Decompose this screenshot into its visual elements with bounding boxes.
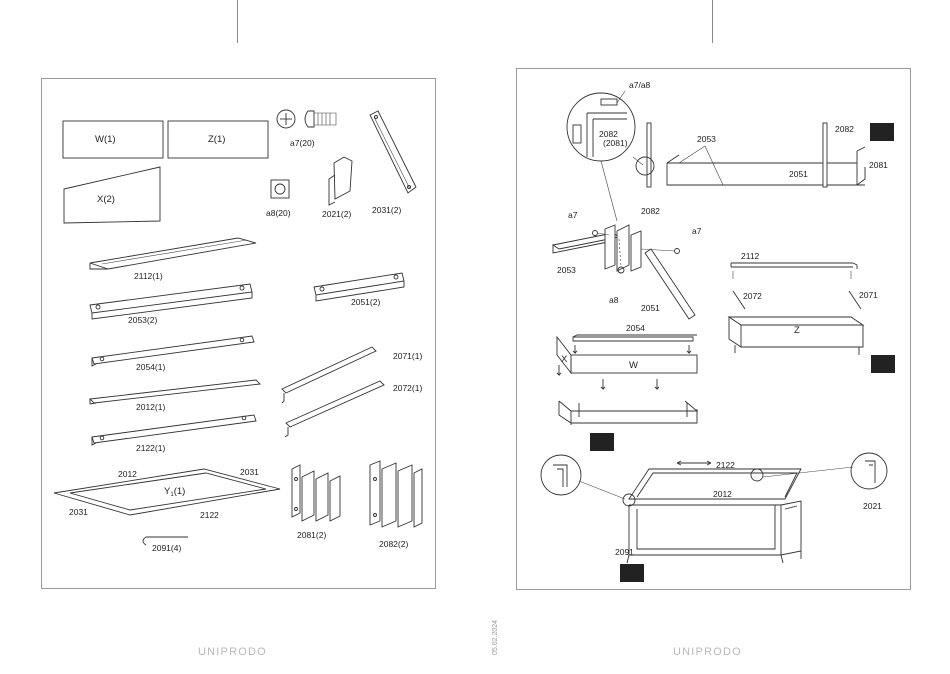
step4-w-label: W <box>629 360 638 371</box>
rail-2071-label: 2071(1) <box>393 351 422 361</box>
step3-2072-label: 2072 <box>743 291 762 301</box>
step4-assembly <box>557 335 697 425</box>
frame-right-label: 2031 <box>240 467 259 477</box>
rail-2054 <box>92 336 254 366</box>
step2-a7b-label: a7 <box>692 226 702 236</box>
panel-x-label: X(2) <box>97 194 115 205</box>
frame-qty: (1) <box>174 486 186 497</box>
step3-2071-label: 2071 <box>859 290 878 300</box>
step5-marker <box>620 564 644 582</box>
print-date: 05.02.2024 <box>492 620 499 655</box>
step1-marker <box>870 123 894 141</box>
svg-text:Y1(1): Y1(1) <box>164 486 185 498</box>
step2-2082-label: 2082 <box>641 206 660 216</box>
step3-assembly <box>729 263 863 355</box>
rail-2072-label: 2072(1) <box>393 383 422 393</box>
rail-2051-label: 2051(2) <box>351 297 380 307</box>
clip-label: 2091(4) <box>152 543 181 553</box>
frame-top-label: 2012 <box>118 469 137 479</box>
washer-a8 <box>271 180 289 198</box>
step5-2091-label: 2091 <box>615 547 634 557</box>
step4-2054-label: 2054 <box>626 323 645 333</box>
post-2081-label: 2081(2) <box>297 530 326 540</box>
brand-footer-right: UNIPRODO <box>673 646 742 658</box>
panel-z-label: Z(1) <box>208 134 225 145</box>
step2-2051-label: 2051 <box>641 303 660 313</box>
step1-2051-label: 2051 <box>789 169 808 179</box>
frame-left-label: 2031 <box>69 507 88 517</box>
crop-mark-left <box>237 0 238 43</box>
bar-2031 <box>370 111 416 193</box>
step1-2053-label: 2053 <box>697 134 716 144</box>
step2-a8-label: a8 <box>609 295 619 305</box>
parts-list-drawing: W(1) Z(1) X(2) a7(20) a8(20) 2021(2) 203… <box>42 79 435 588</box>
rail-2112 <box>90 238 256 269</box>
step1-frame <box>636 123 865 187</box>
brand-footer-left: UNIPRODO <box>198 646 267 658</box>
rail-2072 <box>285 381 384 437</box>
step4-marker <box>590 433 614 451</box>
crop-mark-right <box>712 0 713 43</box>
rail-2122-label: 2122(1) <box>136 443 165 453</box>
rail-2053 <box>90 284 252 319</box>
rail-2012 <box>90 380 260 404</box>
screw-label: a7(20) <box>290 138 315 148</box>
post-2081 <box>292 465 340 521</box>
bar-2031-label: 2031(2) <box>372 205 401 215</box>
step2-2053-label: 2053 <box>557 265 576 275</box>
washer-label: a8(20) <box>266 208 291 218</box>
rail-2112-label: 2112(1) <box>134 271 163 281</box>
step1-d2-label: (2081) <box>603 138 628 148</box>
bracket-2021-label: 2021(2) <box>322 209 351 219</box>
step1-2081-label: 2081 <box>869 160 888 170</box>
post-2082-label: 2082(2) <box>379 539 408 549</box>
step3-marker <box>871 355 895 373</box>
rail-2054-label: 2054(1) <box>136 362 165 372</box>
rail-2122 <box>92 415 256 445</box>
step3-z-label: Z <box>794 325 800 336</box>
step1-detail-circle <box>567 93 635 161</box>
step2-a7a-label: a7 <box>568 210 578 220</box>
assembly-drawing: a7/a8 2082 (2081) 2053 2082 2081 2051 a7… <box>517 69 910 589</box>
step1-detail-label: a7/a8 <box>629 80 651 90</box>
assembly-panel: a7/a8 2082 (2081) 2053 2082 2081 2051 a7… <box>516 68 911 590</box>
step3-2112-label: 2112 <box>741 251 760 261</box>
step1-2082-label: 2082 <box>835 124 854 134</box>
step4-x-label: X <box>561 354 568 365</box>
step5-2012-label: 2012 <box>713 489 732 499</box>
bracket-2021 <box>329 157 352 205</box>
rail-2053-label: 2053(2) <box>128 315 157 325</box>
step5-2021-label: 2021 <box>863 501 882 511</box>
frame-bottom-label: 2122 <box>200 510 219 520</box>
step5-assembly <box>541 453 887 563</box>
screw-a7 <box>277 110 336 128</box>
rail-2012-label: 2012(1) <box>136 402 165 412</box>
post-2082 <box>370 461 422 527</box>
panel-w-label: W(1) <box>95 134 116 145</box>
parts-list-panel: W(1) Z(1) X(2) a7(20) a8(20) 2021(2) 203… <box>41 78 436 589</box>
step5-2122-label: 2122 <box>716 460 735 470</box>
